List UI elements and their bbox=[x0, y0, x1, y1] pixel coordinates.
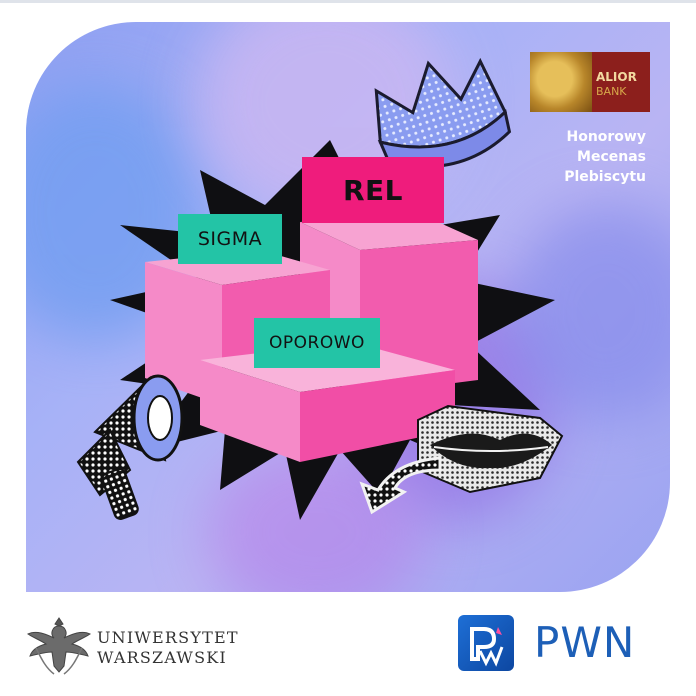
alior-bank-logo: ALIOR BANK bbox=[530, 52, 650, 112]
lips-icon bbox=[417, 404, 564, 494]
university-line-2: WARSZAWSKI bbox=[97, 648, 227, 667]
label-sigma: SIGMA bbox=[178, 214, 282, 264]
pwn-logo: PWN bbox=[458, 615, 648, 671]
sponsor-line-1: Honorowy bbox=[566, 129, 646, 145]
university-line-1: UNIWERSYTET bbox=[97, 628, 239, 647]
eagle-emblem-icon bbox=[27, 617, 91, 675]
lion-head-icon bbox=[530, 52, 592, 112]
university-name: UNIWERSYTET WARSZAWSKI bbox=[97, 628, 239, 668]
sponsor-line-2: Mecenas bbox=[577, 149, 646, 165]
sponsor-line-3: Plebiscytu bbox=[564, 169, 646, 185]
pwn-logo-icon bbox=[458, 615, 514, 671]
alior-brand-sub: BANK bbox=[596, 85, 627, 98]
label-rel: REL bbox=[302, 157, 444, 223]
megaphone-icon bbox=[76, 374, 184, 520]
top-rule bbox=[0, 0, 696, 3]
label-oporowo: OPOROWO bbox=[254, 318, 380, 368]
arrow-icon bbox=[359, 456, 442, 515]
sponsor-caption: Honorowy Mecenas Plebiscytu bbox=[530, 127, 646, 187]
alior-brand: ALIOR bbox=[596, 70, 637, 84]
university-logo: UNIWERSYTET WARSZAWSKI bbox=[24, 608, 238, 680]
pwn-wordmark: PWN bbox=[534, 618, 636, 667]
